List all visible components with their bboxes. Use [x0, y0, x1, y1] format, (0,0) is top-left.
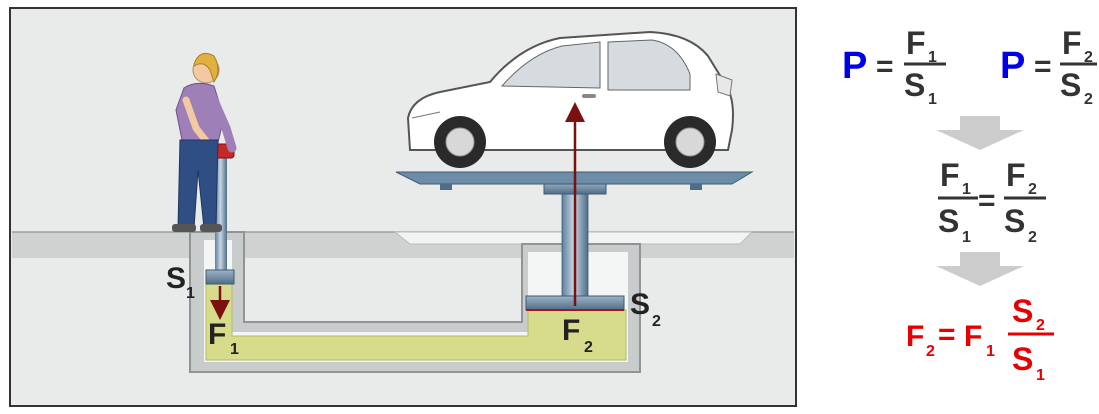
formula-pressure-2: P = F 2 S 2 — [1000, 25, 1097, 108]
svg-text:2: 2 — [1084, 91, 1093, 108]
car — [406, 30, 734, 168]
svg-text:F: F — [562, 314, 580, 347]
svg-text:P: P — [842, 45, 867, 87]
svg-text:=: = — [1034, 50, 1052, 83]
svg-text:S: S — [904, 67, 925, 103]
label-s1: S 1 — [166, 262, 195, 302]
svg-text:S: S — [938, 203, 959, 239]
down-arrow-1 — [936, 116, 1024, 150]
svg-text:2: 2 — [926, 343, 935, 360]
svg-text:F: F — [940, 157, 960, 193]
svg-text:2: 2 — [1036, 317, 1045, 334]
svg-text:1: 1 — [962, 181, 971, 198]
svg-text:1: 1 — [928, 49, 937, 66]
svg-text:P: P — [1000, 45, 1025, 87]
svg-text:S: S — [166, 262, 186, 295]
small-piston-head — [205, 269, 235, 285]
down-arrow-2 — [936, 252, 1024, 286]
label-f2: F 2 — [562, 314, 593, 356]
small-piston-rod — [215, 150, 227, 272]
formula-equality: F 1 S 1 = F 2 S 2 — [938, 157, 1046, 246]
svg-text:1: 1 — [928, 91, 937, 108]
svg-text:F: F — [906, 320, 924, 353]
formula-pressure-1: P = F 1 S 1 — [842, 25, 946, 108]
svg-text:1: 1 — [986, 343, 995, 360]
svg-text:2: 2 — [1028, 181, 1037, 198]
svg-text:F: F — [208, 318, 226, 351]
svg-text:=: = — [938, 318, 956, 351]
svg-text:2: 2 — [652, 313, 661, 330]
svg-text:1: 1 — [186, 285, 195, 302]
label-s2: S 2 — [630, 288, 661, 330]
svg-text:F: F — [964, 320, 982, 353]
svg-text:S: S — [1060, 67, 1081, 103]
svg-text:1: 1 — [1036, 367, 1045, 384]
svg-text:S: S — [630, 288, 650, 321]
svg-text:2: 2 — [1028, 229, 1037, 246]
person — [172, 52, 237, 232]
svg-text:=: = — [978, 184, 996, 217]
svg-text:F: F — [1062, 25, 1082, 61]
svg-text:S: S — [1012, 293, 1033, 329]
formula-result: F 2 = F 1 S 2 S 1 — [906, 293, 1054, 384]
svg-text:2: 2 — [1084, 49, 1093, 66]
svg-text:F: F — [906, 25, 926, 61]
svg-text:1: 1 — [230, 341, 239, 358]
svg-text:2: 2 — [584, 339, 593, 356]
svg-text:S: S — [1012, 341, 1033, 377]
svg-text:1: 1 — [962, 229, 971, 246]
svg-text:=: = — [876, 50, 894, 83]
label-f1: F 1 — [208, 318, 239, 358]
svg-text:S: S — [1004, 203, 1025, 239]
svg-text:F: F — [1006, 157, 1026, 193]
